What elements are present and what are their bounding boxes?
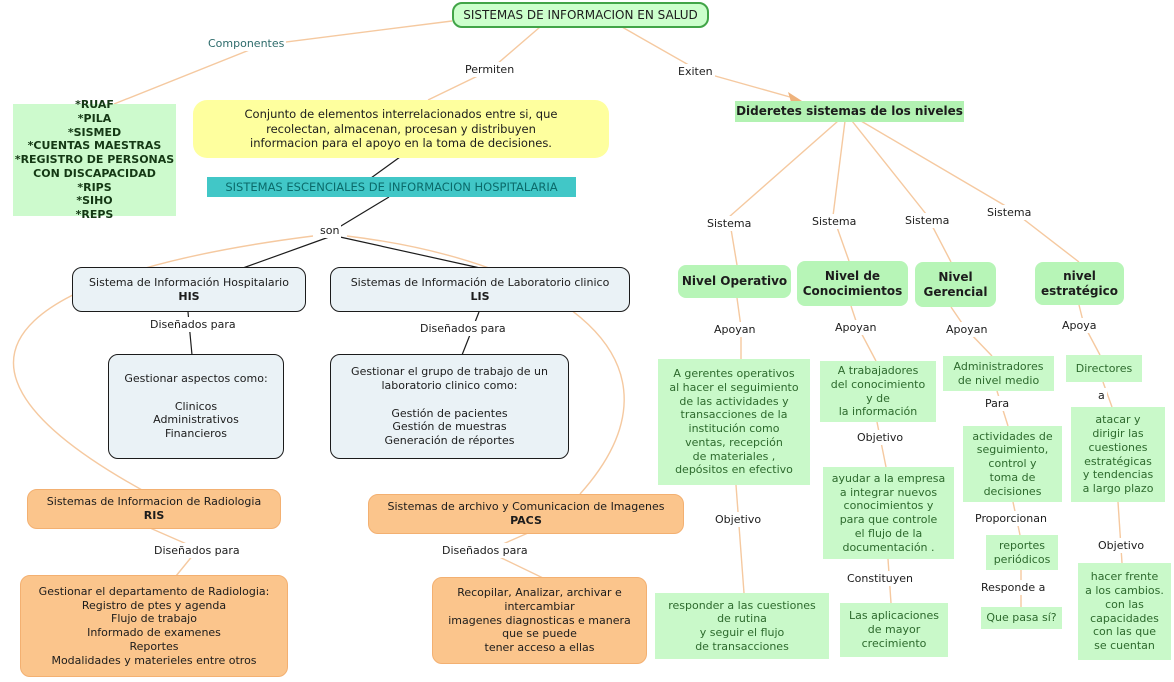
link-label-apoya[interactable]: Apoya: [1060, 318, 1099, 333]
niveles-header-text: Dideretes sistemas de los niveles: [736, 104, 963, 118]
link-label-apoyan-3[interactable]: Apoyan: [944, 322, 990, 337]
conocimientos-crecimiento-text: Las aplicaciones de mayor crecimiento: [848, 609, 940, 650]
ris-title: Sistemas de Informacion de Radiologia: [46, 495, 262, 509]
concept-pacs[interactable]: Sistemas de archivo y Comunicacion de Im…: [368, 494, 684, 534]
operativo-objetivo-text: responder a las cuestiones de rutina y s…: [668, 598, 816, 653]
concept-conocimientos-crecimiento[interactable]: Las aplicaciones de mayor crecimiento: [840, 603, 948, 657]
link-label-exiten[interactable]: Exiten: [676, 64, 715, 79]
pacs-code: PACS: [510, 514, 542, 527]
concept-gerencial-reportes[interactable]: reportes periódicos: [986, 535, 1058, 570]
link-label-a[interactable]: a: [1096, 388, 1107, 403]
link-label-sistema-4[interactable]: Sistema: [985, 205, 1034, 220]
concept-estrategico-actividades[interactable]: atacar y dirigir las cuestiones estratég…: [1071, 407, 1165, 502]
his-detail-text: Gestionar aspectos como: Clinicos Admini…: [124, 372, 268, 441]
concept-gerencial-publico[interactable]: Administradores de nivel medio: [943, 356, 1054, 391]
link-label-disenados-lis[interactable]: Diseñados para: [418, 321, 508, 336]
concept-conocimientos-publico[interactable]: A trabajadores del conocimiento y de la …: [820, 361, 936, 422]
concept-definicion[interactable]: Conjunto de elementos interrelacionados …: [193, 100, 609, 158]
gerencial-pregunta-text: Que pasa sí?: [986, 611, 1057, 625]
link-label-proporcionan[interactable]: Proporcionan: [973, 511, 1049, 526]
concept-gerencial-actividades[interactable]: actividades de seguimiento, control y to…: [963, 426, 1062, 502]
link-label-disenados-his[interactable]: Diseñados para: [148, 317, 238, 332]
his-code: HIS: [178, 289, 200, 303]
pacs-title: Sistemas de archivo y Comunicacion de Im…: [387, 500, 665, 514]
operativo-publico-text: A gerentes operativos al hacer el seguim…: [669, 367, 799, 477]
concept-nivel-gerencial[interactable]: Nivel Gerencial: [915, 262, 996, 307]
concept-nivel-estrategico[interactable]: nivel estratégico: [1035, 262, 1124, 305]
his-title: Sistema de Información Hospitalario: [89, 275, 289, 289]
link-label-objetivo-operativo[interactable]: Objetivo: [713, 512, 764, 527]
link-label-objetivo-conocimientos[interactable]: Objetivo: [855, 430, 906, 445]
nivel-operativo-text: Nivel Operativo: [681, 274, 788, 288]
lis-detail-text: Gestionar el grupo de trabajo de un labo…: [351, 365, 548, 447]
estrategico-actividades-text: atacar y dirigir las cuestiones estratég…: [1082, 413, 1154, 495]
link-label-componentes[interactable]: Componentes: [206, 36, 287, 51]
componentes-list-text: *RUAF *PILA *SISMED *CUENTAS MAESTRAS *R…: [14, 98, 175, 222]
link-label-apoyan-2[interactable]: Apoyan: [833, 320, 879, 335]
link-label-son[interactable]: son: [318, 223, 342, 238]
concept-nivel-conocimientos[interactable]: Nivel de Conocimientos: [797, 261, 908, 306]
hospitalaria-text: SISTEMAS ESCENCIALES DE INFORMACION HOSP…: [225, 179, 558, 194]
root-title: SISTEMAS DE INFORMACION EN SALUD: [463, 7, 698, 22]
concept-estrategico-objetivo[interactable]: hacer frente a los cambios. con las capa…: [1078, 563, 1171, 660]
concept-ris-detail[interactable]: Gestionar el departamento de Radiologia:…: [20, 575, 288, 677]
definicion-text: Conjunto de elementos interrelacionados …: [244, 107, 558, 151]
link-label-permiten[interactable]: Permiten: [463, 62, 517, 77]
ris-detail-text: Gestionar el departamento de Radiologia:…: [38, 584, 270, 667]
link-label-apoyan-1[interactable]: Apoyan: [712, 322, 758, 337]
concept-componentes-list[interactable]: *RUAF *PILA *SISMED *CUENTAS MAESTRAS *R…: [13, 98, 176, 221]
arrowhead-icon: [788, 92, 802, 102]
concept-ris[interactable]: Sistemas de Informacion de Radiologia RI…: [27, 489, 281, 529]
link-label-constituyen[interactable]: Constituyen: [845, 571, 916, 586]
nivel-gerencial-text: Nivel Gerencial: [923, 269, 988, 299]
concept-pacs-detail[interactable]: Recopilar, Analizar, archivar e intercam…: [432, 577, 647, 664]
conocimientos-publico-text: A trabajadores del conocimiento y de la …: [830, 364, 926, 419]
concept-root[interactable]: SISTEMAS DE INFORMACION EN SALUD: [452, 2, 709, 28]
estrategico-objetivo-text: hacer frente a los cambios. con las capa…: [1085, 570, 1164, 652]
concept-conocimientos-objetivo[interactable]: ayudar a la empresa a integrar nuevos co…: [823, 467, 954, 559]
lis-title: Sistemas de Información de Laboratorio c…: [350, 275, 610, 289]
nivel-conocimientos-text: Nivel de Conocimientos: [802, 268, 903, 298]
ris-code: RIS: [143, 509, 165, 522]
concept-nivel-operativo[interactable]: Nivel Operativo: [678, 265, 791, 298]
concept-lis-detail[interactable]: Gestionar el grupo de trabajo de un labo…: [330, 354, 569, 459]
concept-estrategico-publico[interactable]: Directores: [1066, 355, 1142, 382]
link-label-para[interactable]: Para: [983, 396, 1012, 411]
concept-operativo-objetivo[interactable]: responder a las cuestiones de rutina y s…: [655, 593, 829, 659]
link-label-sistema-3[interactable]: Sistema: [903, 213, 952, 228]
concept-gerencial-pregunta[interactable]: Que pasa sí?: [981, 607, 1062, 629]
link-label-responde-a[interactable]: Responde a: [979, 580, 1048, 595]
concept-his[interactable]: Sistema de Información Hospitalario HIS: [72, 267, 306, 312]
concept-niveles-header[interactable]: Dideretes sistemas de los niveles: [735, 101, 964, 122]
nivel-estrategico-text: nivel estratégico: [1041, 268, 1118, 298]
concept-operativo-publico[interactable]: A gerentes operativos al hacer el seguim…: [658, 359, 810, 485]
link-label-sistema-2[interactable]: Sistema: [810, 214, 859, 229]
link-label-disenados-pacs[interactable]: Diseñados para: [440, 543, 530, 558]
gerencial-publico-text: Administradores de nivel medio: [953, 359, 1044, 387]
concept-sistemas-hospitalaria[interactable]: SISTEMAS ESCENCIALES DE INFORMACION HOSP…: [207, 177, 576, 197]
concept-his-detail[interactable]: Gestionar aspectos como: Clinicos Admini…: [108, 354, 284, 459]
gerencial-reportes-text: reportes periódicos: [993, 538, 1051, 566]
link-label-sistema-1[interactable]: Sistema: [705, 216, 754, 231]
link-label-objetivo-estrategico[interactable]: Objetivo: [1096, 538, 1147, 553]
gerencial-actividades-text: actividades de seguimiento, control y to…: [972, 429, 1053, 498]
conocimientos-objetivo-text: ayudar a la empresa a integrar nuevos co…: [831, 471, 946, 554]
link-label-disenados-ris[interactable]: Diseñados para: [152, 543, 242, 558]
pacs-detail-text: Recopilar, Analizar, archivar e intercam…: [448, 586, 631, 655]
estrategico-publico-text: Directores: [1075, 361, 1133, 375]
lis-code: LIS: [470, 289, 490, 303]
concept-lis[interactable]: Sistemas de Información de Laboratorio c…: [330, 267, 630, 312]
